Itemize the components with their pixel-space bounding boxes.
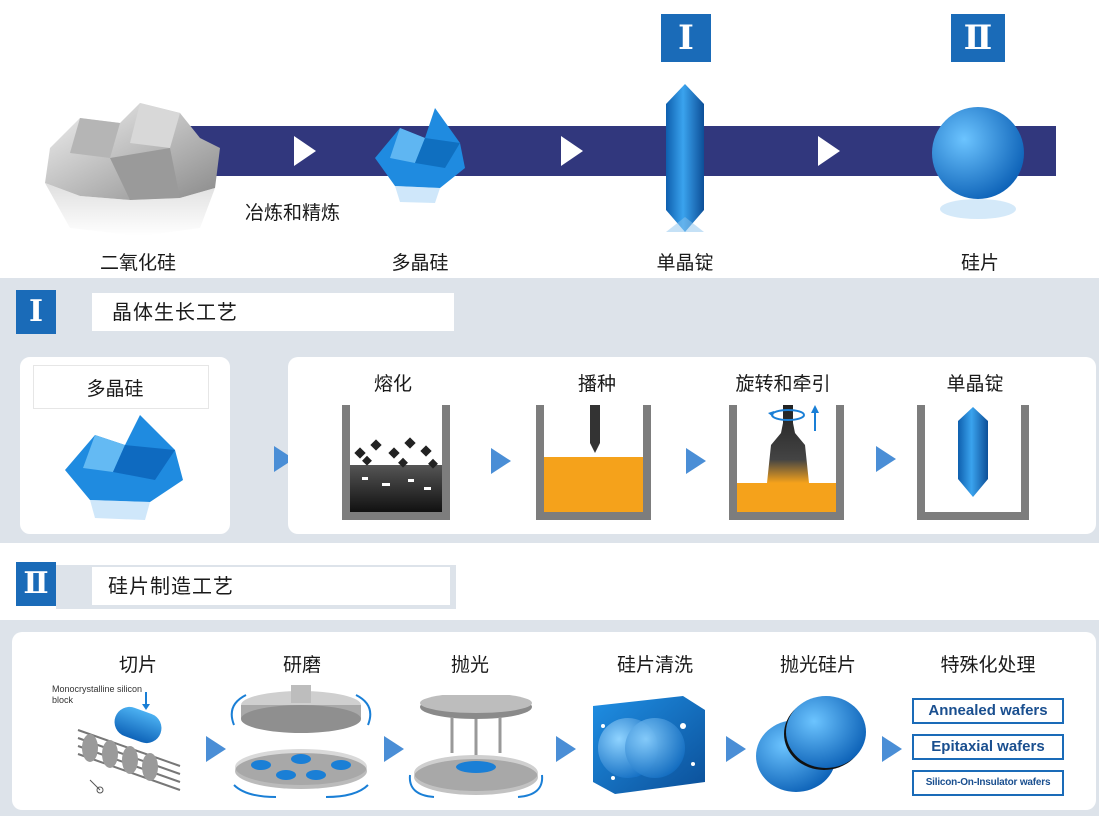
epitaxial-wafers-tag: Epitaxial wafers: [912, 734, 1064, 760]
stage-badge-2: Ⅱ: [951, 14, 1005, 62]
band-arrow-icon: [818, 136, 840, 166]
stage-label-polysilicon: 多晶硅: [391, 252, 449, 274]
melting-crucible-illustration: [342, 405, 450, 520]
band-arrow-icon: [561, 136, 583, 166]
polysilicon-input-label: 多晶硅: [86, 378, 144, 400]
polysilicon-crystal-illustration: [65, 415, 183, 520]
section-title-text: 晶体生长工艺: [112, 300, 238, 324]
step-label-lapping: 研磨: [282, 654, 322, 676]
stage-label-wafer: 硅片: [960, 252, 1000, 274]
step-label-melting: 熔化: [373, 373, 413, 395]
step-label-special-treatment: 特殊化处理: [940, 654, 1036, 676]
flow-arrow-icon: [491, 448, 511, 474]
step-label-ingot: 单晶锭: [946, 373, 1004, 395]
pulling-crucible-illustration: [729, 405, 844, 520]
flow-arrow-icon: [876, 446, 896, 472]
section-badge-2: Ⅱ: [16, 562, 56, 606]
polysilicon-illustration: [375, 108, 465, 203]
flow-arrow-icon: [384, 736, 404, 762]
annealed-wafers-tag: Annealed wafers: [912, 698, 1064, 724]
refine-label: 冶炼和精炼: [245, 202, 341, 224]
stage-badge-1: Ⅰ: [661, 14, 711, 62]
silicon-dioxide-illustration: [45, 103, 220, 236]
stage-label-ingot: 单晶锭: [656, 252, 714, 274]
ingot-crucible-illustration: [917, 405, 1029, 520]
section-title-wafer-manufacturing: 硅片制造工艺: [92, 567, 450, 605]
step-label-seeding: 播种: [577, 373, 617, 395]
flow-arrow-icon: [686, 448, 706, 474]
polished-wafer-illustration: [756, 696, 866, 792]
flow-arrow-icon: [882, 736, 902, 762]
flow-arrow-icon: [556, 736, 576, 762]
band-arrow-icon: [294, 136, 316, 166]
slicing-note: Monocrystalline silicon block: [52, 684, 143, 705]
lapping-illustration: [230, 685, 372, 798]
step-label-rotation-pulling: 旋转和牵引: [735, 373, 831, 395]
step-label-cleaning: 硅片清洗: [616, 654, 694, 676]
section-badge-1: Ⅰ: [16, 290, 56, 334]
process-band: [150, 126, 1056, 176]
soi-wafers-tag: Silicon-On-Insulator wafers: [912, 770, 1064, 796]
flow-arrow-icon: [206, 736, 226, 762]
flow-arrow-icon: [726, 736, 746, 762]
stage-label-silicon-dioxide: 二氧化硅: [99, 252, 177, 274]
seeding-crucible-illustration: [536, 405, 651, 520]
step-label-polished-wafer: 抛光硅片: [779, 654, 857, 676]
polishing-illustration: [408, 695, 544, 798]
slicing-illustration: [77, 692, 181, 794]
polysilicon-input-label-box: [33, 365, 209, 409]
section-title-text: 硅片制造工艺: [108, 574, 234, 598]
step-label-polishing: 抛光: [450, 654, 490, 676]
cleaning-illustration: [593, 696, 705, 794]
section-title-crystal-growth: 晶体生长工艺: [92, 293, 454, 331]
ingot-illustration: [666, 84, 704, 232]
step-label-slicing: 切片: [118, 654, 158, 676]
wafer-sphere-illustration: [932, 107, 1024, 219]
